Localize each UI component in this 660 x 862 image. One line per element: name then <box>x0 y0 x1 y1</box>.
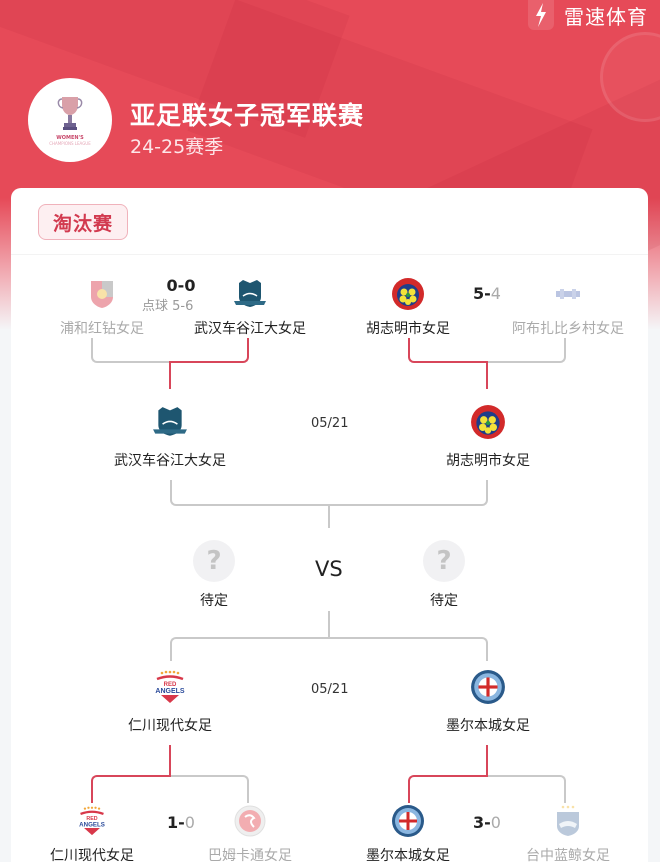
final-team-away[interactable]: ? 待定 <box>379 540 509 610</box>
bracket-line-winner <box>408 338 488 363</box>
bracket-line <box>91 338 169 363</box>
score-separator: - <box>177 276 185 295</box>
bracket-line <box>488 775 566 803</box>
score-home: 1 <box>167 813 179 832</box>
match-date: 05/21 <box>311 416 349 431</box>
team-melbourne[interactable]: 墨尔本城女足 <box>343 803 473 862</box>
match-score: 5-4 <box>457 284 517 303</box>
team-name: 胡志明市女足 <box>366 321 450 337</box>
brand-name: 雷速体育 <box>564 4 648 29</box>
team-name: 武汉车谷江大女足 <box>114 453 226 469</box>
svg-text:ANGELS: ANGELS <box>79 821 105 828</box>
bracket-line-winner <box>169 745 171 775</box>
team-name: 仁川现代女足 <box>128 718 212 734</box>
bracket-line <box>488 338 566 363</box>
bracket-line-winner <box>169 338 249 363</box>
match-score: 1-0 <box>151 813 211 832</box>
question-mark-icon: ? <box>193 540 235 582</box>
score-away: 0 <box>184 813 195 832</box>
match-score: 0-0 <box>151 276 211 295</box>
team-name: 待定 <box>200 593 228 609</box>
bracket-line <box>328 637 488 661</box>
league-logo: WOMEN'S CHAMPIONS LEAGUE <box>28 78 112 162</box>
penalty-score: 点球 5-6 <box>142 299 194 314</box>
taichung-blue-whale-crest-icon <box>550 803 586 839</box>
hcmc-crest-icon <box>390 276 426 312</box>
team-taichung[interactable]: 台中蓝鲸女足 <box>503 803 633 862</box>
final-team-home[interactable]: ? 待定 <box>149 540 279 610</box>
svg-text:ANGELS: ANGELS <box>155 688 185 695</box>
team-hcmc[interactable]: 胡志明市女足 <box>343 276 473 338</box>
tab-knockout[interactable]: 淘汰赛 <box>38 204 128 240</box>
vs-label: VS <box>315 557 343 581</box>
bracket-line <box>328 611 330 637</box>
team-name: 仁川现代女足 <box>50 848 134 862</box>
league-logo-subtext: CHAMPIONS LEAGUE <box>49 140 91 146</box>
team-name: 台中蓝鲸女足 <box>526 848 610 862</box>
bracket-line <box>328 506 330 528</box>
team-melbourne-sf[interactable]: 墨尔本城女足 <box>423 669 553 735</box>
match-score: 3-0 <box>457 813 517 832</box>
bracket-card: 淘汰赛 浦和红钻女足 0-0 点球 5-6 武汉车谷江大女足 胡志明市女足 5-… <box>11 188 648 862</box>
team-bam-khatoon[interactable]: 巴姆卡通女足 <box>185 803 315 862</box>
divider <box>11 254 648 255</box>
score-separator: - <box>484 284 491 303</box>
melbourne-city-crest-icon <box>470 669 506 705</box>
bracket-line-winner <box>486 363 488 389</box>
team-name: 巴姆卡通女足 <box>208 848 292 862</box>
lightning-bolt-icon <box>528 0 554 30</box>
score-home: 0 <box>166 276 178 295</box>
team-name: 阿布扎比乡村女足 <box>512 321 624 337</box>
urawa-crest-icon <box>84 276 120 312</box>
score-home: 3 <box>473 813 485 832</box>
bracket-line <box>170 637 330 661</box>
score-home: 5 <box>473 284 485 303</box>
team-name: 墨尔本城女足 <box>446 718 530 734</box>
bracket-line <box>171 775 249 803</box>
score-away: 4 <box>490 284 501 303</box>
score-separator: - <box>484 813 491 832</box>
trophy-icon <box>57 96 83 130</box>
bracket-line-winner <box>486 745 488 775</box>
team-name: 胡志明市女足 <box>446 453 530 469</box>
svg-text:RED: RED <box>164 682 177 688</box>
team-abu-dhabi[interactable]: 阿布扎比乡村女足 <box>503 276 633 338</box>
league-title: 亚足联女子冠军联赛 <box>130 101 365 130</box>
score-away: 0 <box>184 276 196 295</box>
bam-khatoon-crest-icon <box>232 803 268 839</box>
team-name: 待定 <box>430 593 458 609</box>
abu-dhabi-crest-icon <box>550 276 586 312</box>
bracket-line-winner <box>408 775 488 803</box>
wuhan-crest-icon <box>232 276 268 312</box>
team-name: 浦和红钻女足 <box>60 321 144 337</box>
question-mark-icon: ? <box>423 540 465 582</box>
team-hcmc-sf[interactable]: 胡志明市女足 <box>423 404 553 470</box>
league-logo-text: WOMEN'S <box>56 134 84 141</box>
league-season[interactable]: 24-25赛季 <box>130 136 224 158</box>
team-name: 墨尔本城女足 <box>366 848 450 862</box>
bracket-line <box>328 480 488 506</box>
brand-watermark: 雷速体育 <box>528 0 648 30</box>
hcmc-crest-icon <box>470 404 506 440</box>
bracket-line-winner <box>91 775 171 803</box>
bracket-line-winner <box>169 363 171 389</box>
bracket-line <box>170 480 330 506</box>
svg-text:RED: RED <box>86 816 97 822</box>
team-name: 武汉车谷江大女足 <box>194 321 306 337</box>
team-wuhan-sf[interactable]: 武汉车谷江大女足 <box>105 404 235 470</box>
team-wuhan[interactable]: 武汉车谷江大女足 <box>185 276 315 338</box>
score-separator: - <box>178 813 185 832</box>
melbourne-city-crest-icon <box>390 803 426 839</box>
team-urawa[interactable]: 浦和红钻女足 <box>37 276 167 338</box>
score-away: 0 <box>490 813 501 832</box>
wuhan-crest-icon <box>152 404 188 440</box>
match-date: 05/21 <box>311 682 349 697</box>
